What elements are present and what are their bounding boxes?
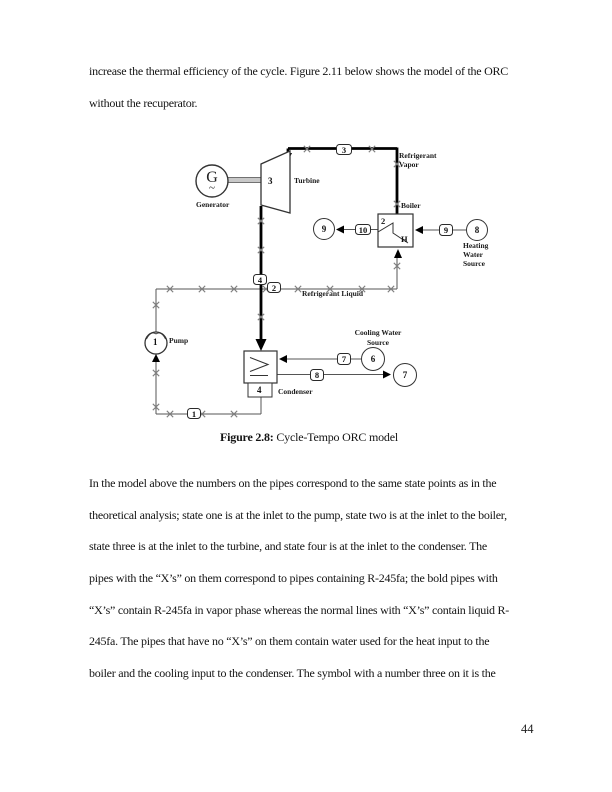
condenser-symbol [243,350,278,398]
pump-label: Pump [169,336,189,345]
node-heating-sink: 9 [313,218,335,240]
condenser-label: Condenser [278,387,313,396]
text-line: increase the thermal efficiency of the c… [89,64,509,78]
refrigerant-liquid-label: Refrigerant Liquid [302,289,364,298]
intro-paragraph: increase the thermal efficiency of the c… [89,56,559,119]
text-line: without the recuperator. [89,95,198,110]
refrigerant-vapor-line1: Refrigerant [399,151,437,160]
cooling-water-line2: Source [367,337,389,347]
turbine-number: 3 [268,176,273,186]
boiler-number: 2 [381,216,386,226]
cooling-water-line1: Cooling Water [354,328,402,337]
pipe-number-10: 10 [355,224,371,235]
text-line: state three is at the inlet to the turbi… [89,539,487,554]
pump-number: 1 [153,337,158,347]
boiler-label: Boiler [401,201,421,210]
pipe-number-8: 8 [310,369,324,381]
node-cooling-sink: 7 [393,363,417,387]
pump-symbol [144,331,168,355]
text-line: 245fa. The pipes that have no “X’s” on t… [89,634,490,649]
generator-symbol [195,164,229,198]
text-line: pipes with the “X’s” on them correspond … [89,571,498,586]
pipe-number-9: 9 [439,224,453,236]
generator-wave-icon: ~ [209,182,215,194]
boiler-letter: H [401,234,408,244]
text-line: theoretical analysis; state one is at th… [89,507,507,522]
pipe-number-3: 3 [336,144,352,155]
pipe-number-4: 4 [253,274,267,285]
x-marks [152,145,401,418]
turbine-label: Turbine [294,176,320,185]
text-line: In the model above the numbers on the pi… [89,476,497,490]
pipe-number-2: 2 [267,282,281,293]
figure-caption: Figure 2.8: Cycle-Tempo ORC model [89,427,529,447]
text-line: “X’s” contain R-245fa in vapor phase whe… [89,602,510,617]
figure-caption-label: Figure 2.8: [220,430,274,444]
page-number: 44 [521,722,534,736]
turbine-symbol [260,149,291,214]
boiler-symbol [377,213,414,248]
heating-water-line3: Source [463,259,485,268]
generator-shaft [227,177,262,183]
node-cooling-source: 6 [361,347,385,371]
pipe-number-7: 7 [337,353,351,365]
generator-letter: G [206,169,218,186]
heating-water-line1: Heating [463,241,489,250]
heating-water-source-label: Heating Water Source [463,241,488,268]
text-line: boiler and the cooling input to the cond… [89,666,496,681]
heating-water-line2: Water [463,250,483,259]
cooling-water-source-label: Cooling Water Source [352,328,404,347]
condenser-number: 4 [257,385,262,395]
refrigerant-vapor-label: Refrigerant Vapor [399,151,436,169]
refrigerant-vapor-line2: Vapor [399,160,419,169]
flow-arrows [152,153,423,379]
node-heating-source: 8 [466,219,488,241]
pipe-number-1: 1 [187,408,201,419]
figure-caption-title: Cycle-Tempo ORC model [273,430,398,444]
generator-label: Generator [196,200,230,209]
body-paragraph: In the model above the numbers on the pi… [89,468,559,690]
